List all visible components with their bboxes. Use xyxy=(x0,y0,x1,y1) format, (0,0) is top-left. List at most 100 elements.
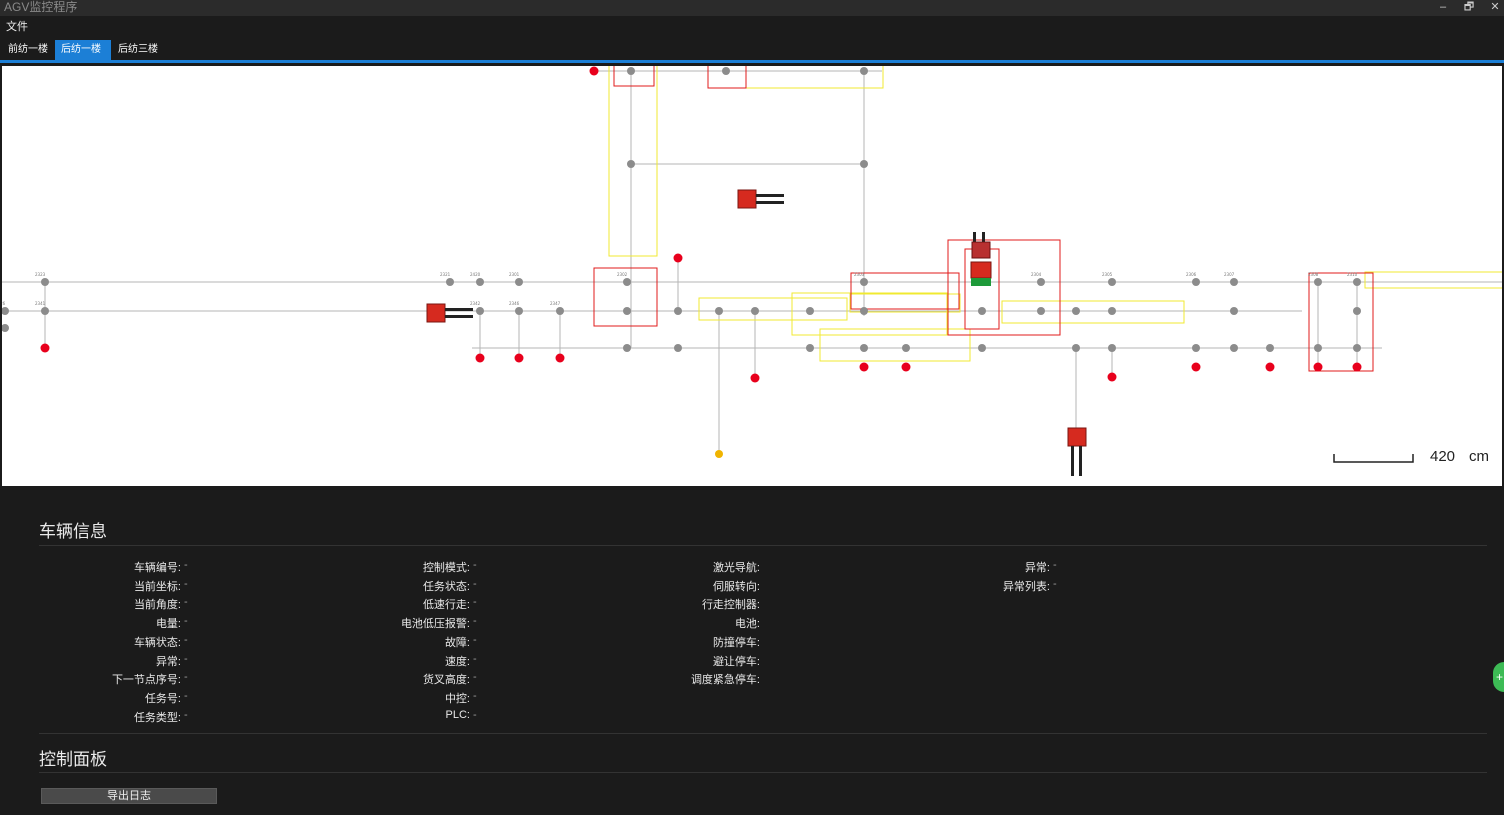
node-id-label: 2308 xyxy=(1308,272,1319,277)
info-label: 低速行走: xyxy=(422,599,470,611)
map-node-red xyxy=(1313,362,1323,372)
export-log-button[interactable]: 导出日志 xyxy=(41,788,217,804)
map-node xyxy=(2,307,9,315)
map-node-red xyxy=(1191,362,1201,372)
agv-vehicle xyxy=(1067,427,1087,447)
node-id-label: 2420 xyxy=(470,272,481,277)
minimize-icon[interactable]: – xyxy=(1439,1,1447,13)
restore-icon[interactable]: 🗗 xyxy=(1463,1,1475,13)
red-zone xyxy=(947,239,1061,336)
menu-file[interactable]: 文件 xyxy=(6,21,28,33)
close-icon[interactable]: ✕ xyxy=(1490,1,1500,13)
map-node xyxy=(1230,278,1238,286)
map-node xyxy=(860,278,868,286)
side-expand-badge[interactable]: + xyxy=(1493,662,1504,692)
vehicle-info-title: 车辆信息 xyxy=(39,522,107,541)
map-node-red xyxy=(859,362,869,372)
map-node xyxy=(627,160,635,168)
info-value: - xyxy=(184,709,188,721)
info-label: 故障: xyxy=(444,637,470,649)
map-node xyxy=(1072,344,1080,352)
agv-vehicle-fork xyxy=(1079,446,1082,476)
info-value: - xyxy=(473,653,477,665)
scale-value: 420 xyxy=(1430,448,1456,465)
map-node-amber xyxy=(715,450,723,458)
red-zone xyxy=(707,66,747,89)
map-node xyxy=(1314,278,1322,286)
title-bar: AGV监控程序 – 🗗 ✕ xyxy=(0,0,1504,16)
map-node-red xyxy=(514,353,524,363)
control-panel-divider xyxy=(39,772,1487,773)
info-value: - xyxy=(473,615,477,627)
info-label: 异常: xyxy=(1024,562,1050,574)
map-node xyxy=(623,344,631,352)
map-node xyxy=(1353,307,1361,315)
tab-bar: 前纺一楼 后纺一楼 后纺三楼 xyxy=(0,40,1504,60)
red-zone xyxy=(613,66,655,87)
map-node xyxy=(1230,344,1238,352)
map-node xyxy=(41,307,49,315)
map-node-red xyxy=(40,343,50,353)
node-id-label: 2310 xyxy=(1347,272,1358,277)
info-value: - xyxy=(184,615,188,627)
agv-vehicle xyxy=(971,241,991,259)
menu-bar: 文件 xyxy=(0,16,1504,34)
tab-back-spin-1f[interactable]: 后纺一楼 xyxy=(55,40,111,60)
agv-vehicle-fork xyxy=(973,232,976,242)
control-panel-top-divider xyxy=(39,733,1487,734)
map-node-red xyxy=(673,253,683,263)
info-value: - xyxy=(184,559,188,571)
agv-vehicle xyxy=(426,303,446,323)
map-node xyxy=(623,278,631,286)
red-zone xyxy=(1308,272,1374,372)
yellow-zone xyxy=(698,297,848,321)
tab-front-spin-1f[interactable]: 前纺一楼 xyxy=(8,44,48,55)
map-node xyxy=(806,344,814,352)
yellow-zone xyxy=(791,292,948,336)
agv-vehicle-fork xyxy=(756,201,784,204)
map-node xyxy=(674,344,682,352)
map-node xyxy=(627,67,635,75)
yellow-zone xyxy=(608,66,658,257)
scale-unit: cm xyxy=(1469,448,1489,465)
map-node-red xyxy=(901,362,911,372)
map-node xyxy=(1192,344,1200,352)
map-node xyxy=(1108,307,1116,315)
info-label: 防撞停车: xyxy=(712,637,760,649)
map-node xyxy=(556,307,564,315)
info-value: - xyxy=(1053,578,1057,590)
map-node xyxy=(978,307,986,315)
node-id-label: 2306 xyxy=(1186,272,1197,277)
map-node xyxy=(715,307,723,315)
info-value: - xyxy=(473,671,477,683)
info-label: 任务类型: xyxy=(133,712,181,724)
info-value: - xyxy=(184,653,188,665)
node-id-label: 2302 xyxy=(617,272,628,277)
info-label: 当前坐标: xyxy=(133,581,181,593)
info-label: 下一节点序号: xyxy=(111,674,181,686)
map-node xyxy=(806,307,814,315)
agv-vehicle-fork xyxy=(756,194,784,197)
info-label: 车辆编号: xyxy=(133,562,181,574)
node-id-label: 2321 xyxy=(440,272,451,277)
agv-vehicle xyxy=(737,189,757,209)
red-zone xyxy=(964,248,1000,330)
agv-vehicle xyxy=(970,261,992,279)
node-id-label: 2304 xyxy=(1031,272,1042,277)
map-node xyxy=(1266,344,1274,352)
map-node xyxy=(446,278,454,286)
info-label: 车辆状态: xyxy=(133,637,181,649)
yellow-zone xyxy=(707,66,884,89)
node-id-label: 2307 xyxy=(1224,272,1235,277)
info-label: 任务号: xyxy=(144,693,181,705)
map-node-red xyxy=(555,353,565,363)
node-id-label: 2326 xyxy=(2,301,6,306)
map-node xyxy=(476,278,484,286)
info-value: - xyxy=(184,690,188,702)
info-label: 激光导航: xyxy=(712,562,760,574)
tab-back-spin-3f[interactable]: 后纺三楼 xyxy=(118,44,158,55)
node-id-label: 2341 xyxy=(35,301,46,306)
info-label: 任务状态: xyxy=(422,581,470,593)
